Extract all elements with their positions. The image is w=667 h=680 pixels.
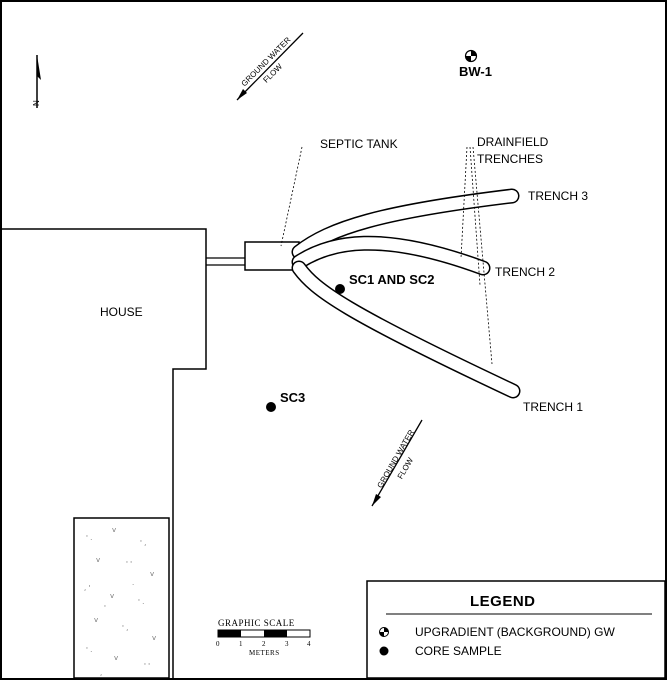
legend-item-core-sample: CORE SAMPLE <box>415 644 502 658</box>
house-label: HOUSE <box>100 305 143 319</box>
stippled-area: ' . v ' , v ' ' v , ' v ' . v ' , v ' . v ' ' ,. ' <box>73 517 170 679</box>
svg-text:': ' <box>104 604 106 612</box>
bw-1-label: BW-1 <box>459 64 492 79</box>
house-outline <box>2 228 207 679</box>
septic-pipe <box>206 257 245 266</box>
svg-text:' .: ' . <box>138 598 144 606</box>
sc1-sc2-label: SC1 AND SC2 <box>349 272 434 287</box>
scale-tick-4: 4 <box>307 640 311 648</box>
leader-lines <box>280 146 493 365</box>
scale-tick-1: 1 <box>239 640 243 648</box>
svg-text:' ,: ' , <box>122 624 128 632</box>
svg-text:' .: ' . <box>86 646 92 654</box>
svg-text:v: v <box>150 570 154 578</box>
filled-circle-icon <box>379 646 389 656</box>
svg-text:, ': , ' <box>84 584 90 592</box>
trench-1 <box>291 260 521 399</box>
scale-units: METERS <box>249 649 280 657</box>
trench-3 <box>291 188 520 260</box>
drainfield-label-line1: DRAINFIELD <box>477 135 549 149</box>
groundwater-flow-arrow-2: GROUND WATER FLOW <box>371 419 423 507</box>
scale-tick-0: 0 <box>216 640 220 648</box>
legend-title: LEGEND <box>470 593 536 610</box>
svg-text:' ,: ' , <box>140 539 146 547</box>
scale-tick-3: 3 <box>285 640 289 648</box>
svg-text:v: v <box>96 556 100 564</box>
trench-3-label: TRENCH 3 <box>528 189 588 203</box>
core-sample-sc3 <box>266 402 276 412</box>
groundwater-flow-arrow-1: GROUND WATER FLOW <box>236 32 304 101</box>
north-arrow-icon: N <box>32 55 41 108</box>
scale-tick-2: 2 <box>262 640 266 648</box>
septic-tank-label: SEPTIC TANK <box>320 137 398 151</box>
legend: LEGEND UPGRADIENT (BACKGROUND) GW CORE S… <box>366 580 666 679</box>
septic-tank <box>244 241 300 271</box>
svg-text:v: v <box>112 526 116 534</box>
svg-text:' ': ' ' <box>144 662 150 670</box>
legend-item-upgradient: UPGRADIENT (BACKGROUND) GW <box>415 625 615 639</box>
svg-text:v: v <box>114 654 118 662</box>
sc3-label: SC3 <box>280 390 305 405</box>
trench-1-label: TRENCH 1 <box>523 400 583 414</box>
trench-2-label: TRENCH 2 <box>495 265 555 279</box>
bw-1-well-icon <box>464 49 478 63</box>
svg-text:' ': ' ' <box>126 560 132 568</box>
svg-text:,: , <box>100 669 102 677</box>
well-symbol-icon <box>379 627 389 637</box>
drainfield-label-line2: TRENCHES <box>477 152 543 166</box>
svg-text:v: v <box>110 592 114 600</box>
trench-2 <box>291 235 491 276</box>
scale-title: GRAPHIC SCALE <box>218 618 295 628</box>
svg-text:.: . <box>132 579 134 587</box>
svg-text:v: v <box>152 634 156 642</box>
graphic-scale: GRAPHIC SCALE 0 1 2 3 4 METERS <box>216 618 311 657</box>
core-sample-sc1-sc2 <box>335 284 345 294</box>
svg-text:' .: ' . <box>86 534 92 542</box>
north-arrow-label: N <box>32 100 41 106</box>
svg-text:v: v <box>94 616 98 624</box>
